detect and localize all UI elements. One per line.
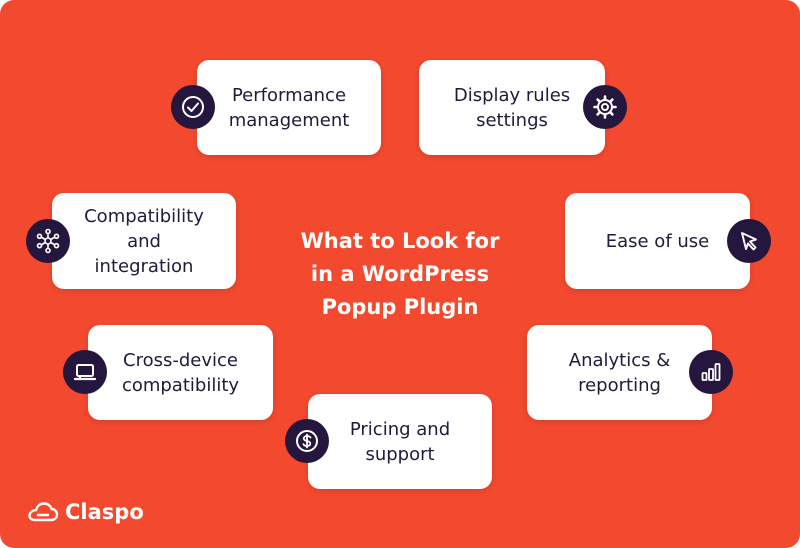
title-line: in a WordPress [310,262,490,286]
card-label-line: Analytics & [568,349,671,371]
cloud-link-icon [28,502,59,522]
card-performance-management: Performance management [197,60,381,155]
card-compatibility-integration: Compatibility and integration [52,193,236,289]
card-label-line: settings [476,109,548,131]
card-label-line: support [365,443,435,465]
laptop-icon [63,350,107,394]
card-label-line: Ease of use [605,230,710,252]
card-label-line: and [127,230,161,252]
cursor-icon [727,219,771,263]
card-label-line: Pricing and [349,418,451,440]
card-label-line: integration [94,255,194,277]
card-pricing-support: Pricing and support [308,394,492,489]
page-title: What to Look for in a WordPress Popup Pl… [270,225,530,324]
card-analytics-reporting: Analytics & reporting [527,325,712,420]
card-label-line: Compatibility [84,205,204,227]
card-label-line: compatibility [121,374,240,396]
card-label-line: reporting [578,374,661,396]
card-label-line: Display rules [453,84,571,106]
gear-icon [583,85,627,129]
card-label-line: management [228,109,350,131]
card-cross-device: Cross-device compatibility [88,325,273,420]
brand-name: Claspo [65,500,144,524]
card-display-rules: Display rules settings [419,60,605,155]
title-line: What to Look for [300,229,500,253]
title-line: Popup Plugin [321,295,479,319]
dollar-coin-icon [285,419,329,463]
network-nodes-icon [26,219,70,263]
card-label-line: Cross-device [123,349,238,371]
card-label-line: Performance [231,84,347,106]
bar-chart-icon [689,350,733,394]
check-circle-icon [171,85,215,129]
brand-logo: Claspo [27,500,144,524]
card-ease-of-use: Ease of use [565,193,750,289]
